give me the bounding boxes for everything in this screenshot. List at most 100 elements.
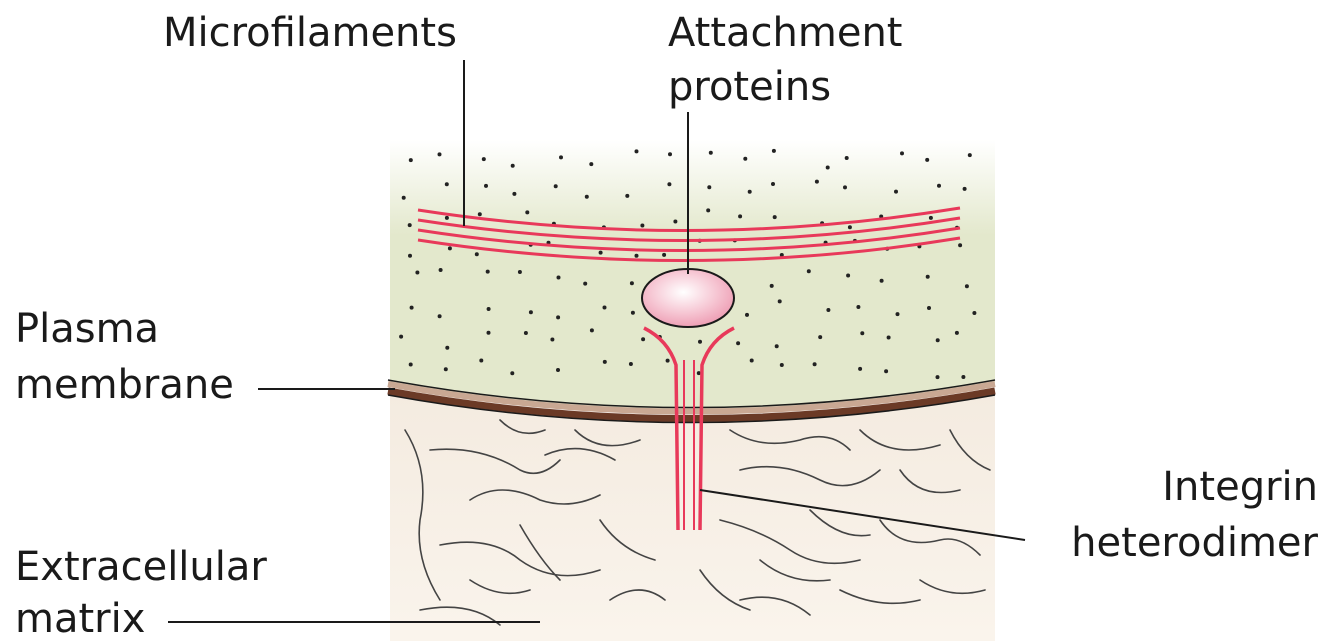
cytoplasm-speck [896,312,900,316]
cytoplasm-speck [512,192,516,196]
cytoplasm-speck [958,243,962,247]
cytoplasm-speck [673,220,677,224]
cytoplasm-speck [550,338,554,342]
cytoplasm-speck [927,306,931,310]
cytoplasm-speck [773,215,777,219]
cytoplasm-speck [410,306,414,310]
cytoplasm-speck [856,305,860,309]
cytoplasm-speck [635,149,639,153]
cytoplasm-speck [667,182,671,186]
cytoplasm-speck [963,187,967,191]
cytoplasm-speck [738,214,742,218]
cytoplasm-speck [887,336,891,340]
cytoplasm-speck [929,216,933,220]
cytoplasm-speck [698,340,702,344]
cytoplasm-speck [925,158,929,162]
cytoplasm-speck [826,166,830,170]
cytoplasm-speck [479,359,483,363]
cytoplasm-speck [487,331,491,335]
cytoplasm-speck [482,157,486,161]
cytoplasm-speck [625,194,629,198]
cytoplasm-speck [510,371,514,375]
cytoplasm-speck [745,313,749,317]
cytoplasm-speck [937,184,941,188]
cytoplasm-speck [780,363,784,367]
cytoplasm-speck [585,195,589,199]
cytoplasm-speck [484,184,488,188]
cytoplasm-speck [813,362,817,366]
cytoplasm-speck [448,246,452,250]
cytoplasm-speck [629,362,633,366]
cytoplasm-speck [843,185,847,189]
cytoplasm-speck [900,151,904,155]
cytoplasm-speck [415,271,419,275]
integrin-label-line1: Integrin [1162,464,1318,510]
cytoplasm-speck [961,375,965,379]
cytoplasm-speck [529,310,533,314]
attachment-proteins-label-line1: Attachment [668,10,903,56]
cytoplasm-speck [408,223,412,227]
cytoplasm-speck [409,158,413,162]
cytoplasm-speck [556,368,560,372]
attachment-protein [642,269,734,327]
cytoplasm-speck [408,254,412,258]
cytoplasm-speck [439,268,443,272]
cytoplasm-speck [438,152,442,156]
cytoplasm-speck [559,155,563,159]
cytoplasm-speck [775,344,779,348]
cytoplasm-speck [707,185,711,189]
cytoplasm-speck [748,190,752,194]
cytoplasm-speck [399,335,403,339]
cytoplasm-speck [846,274,850,278]
cytoplasm-speck [445,182,449,186]
cytoplasm-speck [583,282,587,286]
cytoplasm-speck [603,306,607,310]
cytoplasm-speck [706,208,710,212]
cytoplasm-speck [524,331,528,335]
cytoplasm-speck [599,251,603,255]
cytoplasm-speck [778,299,782,303]
cytoplasm-speck [894,190,898,194]
cytoplasm-speck [926,275,930,279]
cytoplasm-speck [475,252,479,256]
cytoplasm-speck [511,164,515,168]
cytoplasm-speck [955,331,959,335]
cytoplasm-speck [968,153,972,157]
cytoplasm-speck [826,308,830,312]
cytoplasm-speck [554,184,558,188]
cytoplasm-speck [444,367,448,371]
cytoplasm-speck [445,346,449,350]
cytoplasm-speck [845,156,849,160]
extracellular-matrix-label-line2: matrix [15,596,145,641]
cytoplasm-speck [743,157,747,161]
cytoplasm-speck [641,337,645,341]
cytoplasm-speck [630,281,634,285]
extracellular-matrix-label-line1: Extracellular [15,544,267,590]
plasma-membrane-label-line2: membrane [15,362,234,408]
cytoplasm-speck [478,212,482,216]
extracellular-matrix-region [390,392,995,641]
cytoplasm-speck [750,359,754,363]
cytoplasm-speck [603,360,607,364]
cytoplasm-speck [807,269,811,273]
cytoplasm-speck [409,363,413,367]
cytoplasm-speck [936,338,940,342]
cytoplasm-speck [557,276,561,280]
cytoplasm-speck [631,311,635,315]
cytoplasm-speck [635,254,639,258]
cytoplasm-speck [936,375,940,379]
cytoplasm-speck [772,149,776,153]
plasma-membrane-label-line1: Plasma [15,306,159,352]
cytoplasm-speck [556,315,560,319]
cytoplasm-speck [640,224,644,228]
attachment-proteins-label-line2: proteins [668,64,831,110]
cytoplasm-speck [487,307,491,311]
cytoplasm-speck [518,270,522,274]
cytoplasm-speck [736,341,740,345]
cytoplasm-speck [880,279,884,283]
cytoplasm-speck [662,253,666,257]
cytoplasm-speck [770,284,774,288]
microfilaments-label: Microfilaments [163,10,457,56]
cytoplasm-speck [590,328,594,332]
cytoplasm-speck [815,180,819,184]
